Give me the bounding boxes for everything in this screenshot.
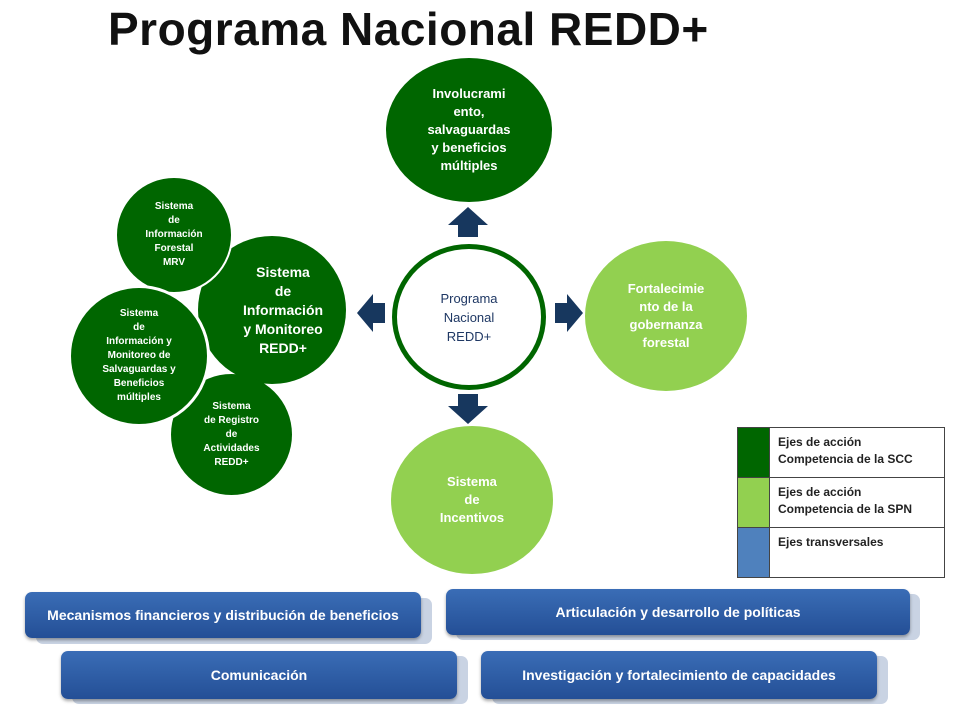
legend-item: Ejes transversales: [737, 527, 945, 578]
banner-investigacion-label: Investigación y fortalecimiento de capac…: [522, 666, 836, 683]
arrow-right-icon: [555, 294, 583, 332]
left-main-label: Sistema de Información y Monitoreo REDD+: [242, 263, 324, 356]
arrow-left-icon: [357, 294, 385, 332]
legend-swatch-dark-green: [737, 427, 770, 478]
sub-circle-salvaguardas: Sistema de Información y Monitoreo de Sa…: [68, 285, 210, 427]
sub-circle-mrv: Sistema de Información Forestal MRV: [115, 176, 233, 294]
arrow-up-icon: [448, 207, 488, 237]
legend-label: Ejes transversales: [769, 527, 945, 578]
legend-swatch-blue: [737, 527, 770, 578]
legend-label: Ejes de acción Competencia de la SCC: [769, 427, 945, 478]
top-circle: Involucrami ento, salvaguardas y benefic…: [386, 58, 552, 202]
bottom-circle-label: Sistema de Incentivos: [439, 474, 505, 525]
left-main-circle: Sistema de Información y Monitoreo REDD+: [198, 236, 346, 384]
sub-circle-salvaguardas-label: Sistema de Información y Monitoreo de Sa…: [102, 308, 176, 403]
arrow-down-icon: [448, 394, 488, 424]
right-circle-label: Fortalecimie nto de la gobernanza forest…: [627, 281, 705, 350]
legend-label: Ejes de acción Competencia de la SPN: [769, 477, 945, 528]
top-circle-label: Involucrami ento, salvaguardas y benefic…: [427, 86, 511, 173]
banner-comunicacion: Comunicación: [61, 651, 457, 699]
banner-comunicacion-label: Comunicación: [210, 666, 308, 683]
legend-item: Ejes de acción Competencia de la SCC: [737, 427, 945, 478]
banner-articulacion: Articulación y desarrollo de políticas: [446, 589, 910, 635]
banner-mecanismos: Mecanismos financieros y distribución de…: [25, 592, 421, 638]
banner-mecanismos-label: Mecanismos financieros y distribución de…: [47, 606, 399, 623]
banner-investigacion: Investigación y fortalecimiento de capac…: [481, 651, 877, 699]
sub-circle-mrv-label: Sistema de Información Forestal MRV: [145, 201, 203, 268]
bottom-circle: Sistema de Incentivos: [391, 426, 553, 574]
legend: Ejes de acción Competencia de la SCC Eje…: [737, 427, 945, 578]
right-circle: Fortalecimie nto de la gobernanza forest…: [585, 241, 747, 391]
sub-circle-registro-label: Sistema de Registro de Actividades REDD+: [203, 400, 260, 468]
page-title: Programa Nacional REDD+: [108, 3, 709, 55]
legend-swatch-light-green: [737, 477, 770, 528]
legend-item: Ejes de acción Competencia de la SPN: [737, 477, 945, 528]
center-circle: Programa Nacional REDD+: [392, 244, 546, 390]
banner-articulacion-label: Articulación y desarrollo de políticas: [555, 603, 801, 620]
center-circle-label: Programa Nacional REDD+: [440, 290, 498, 344]
